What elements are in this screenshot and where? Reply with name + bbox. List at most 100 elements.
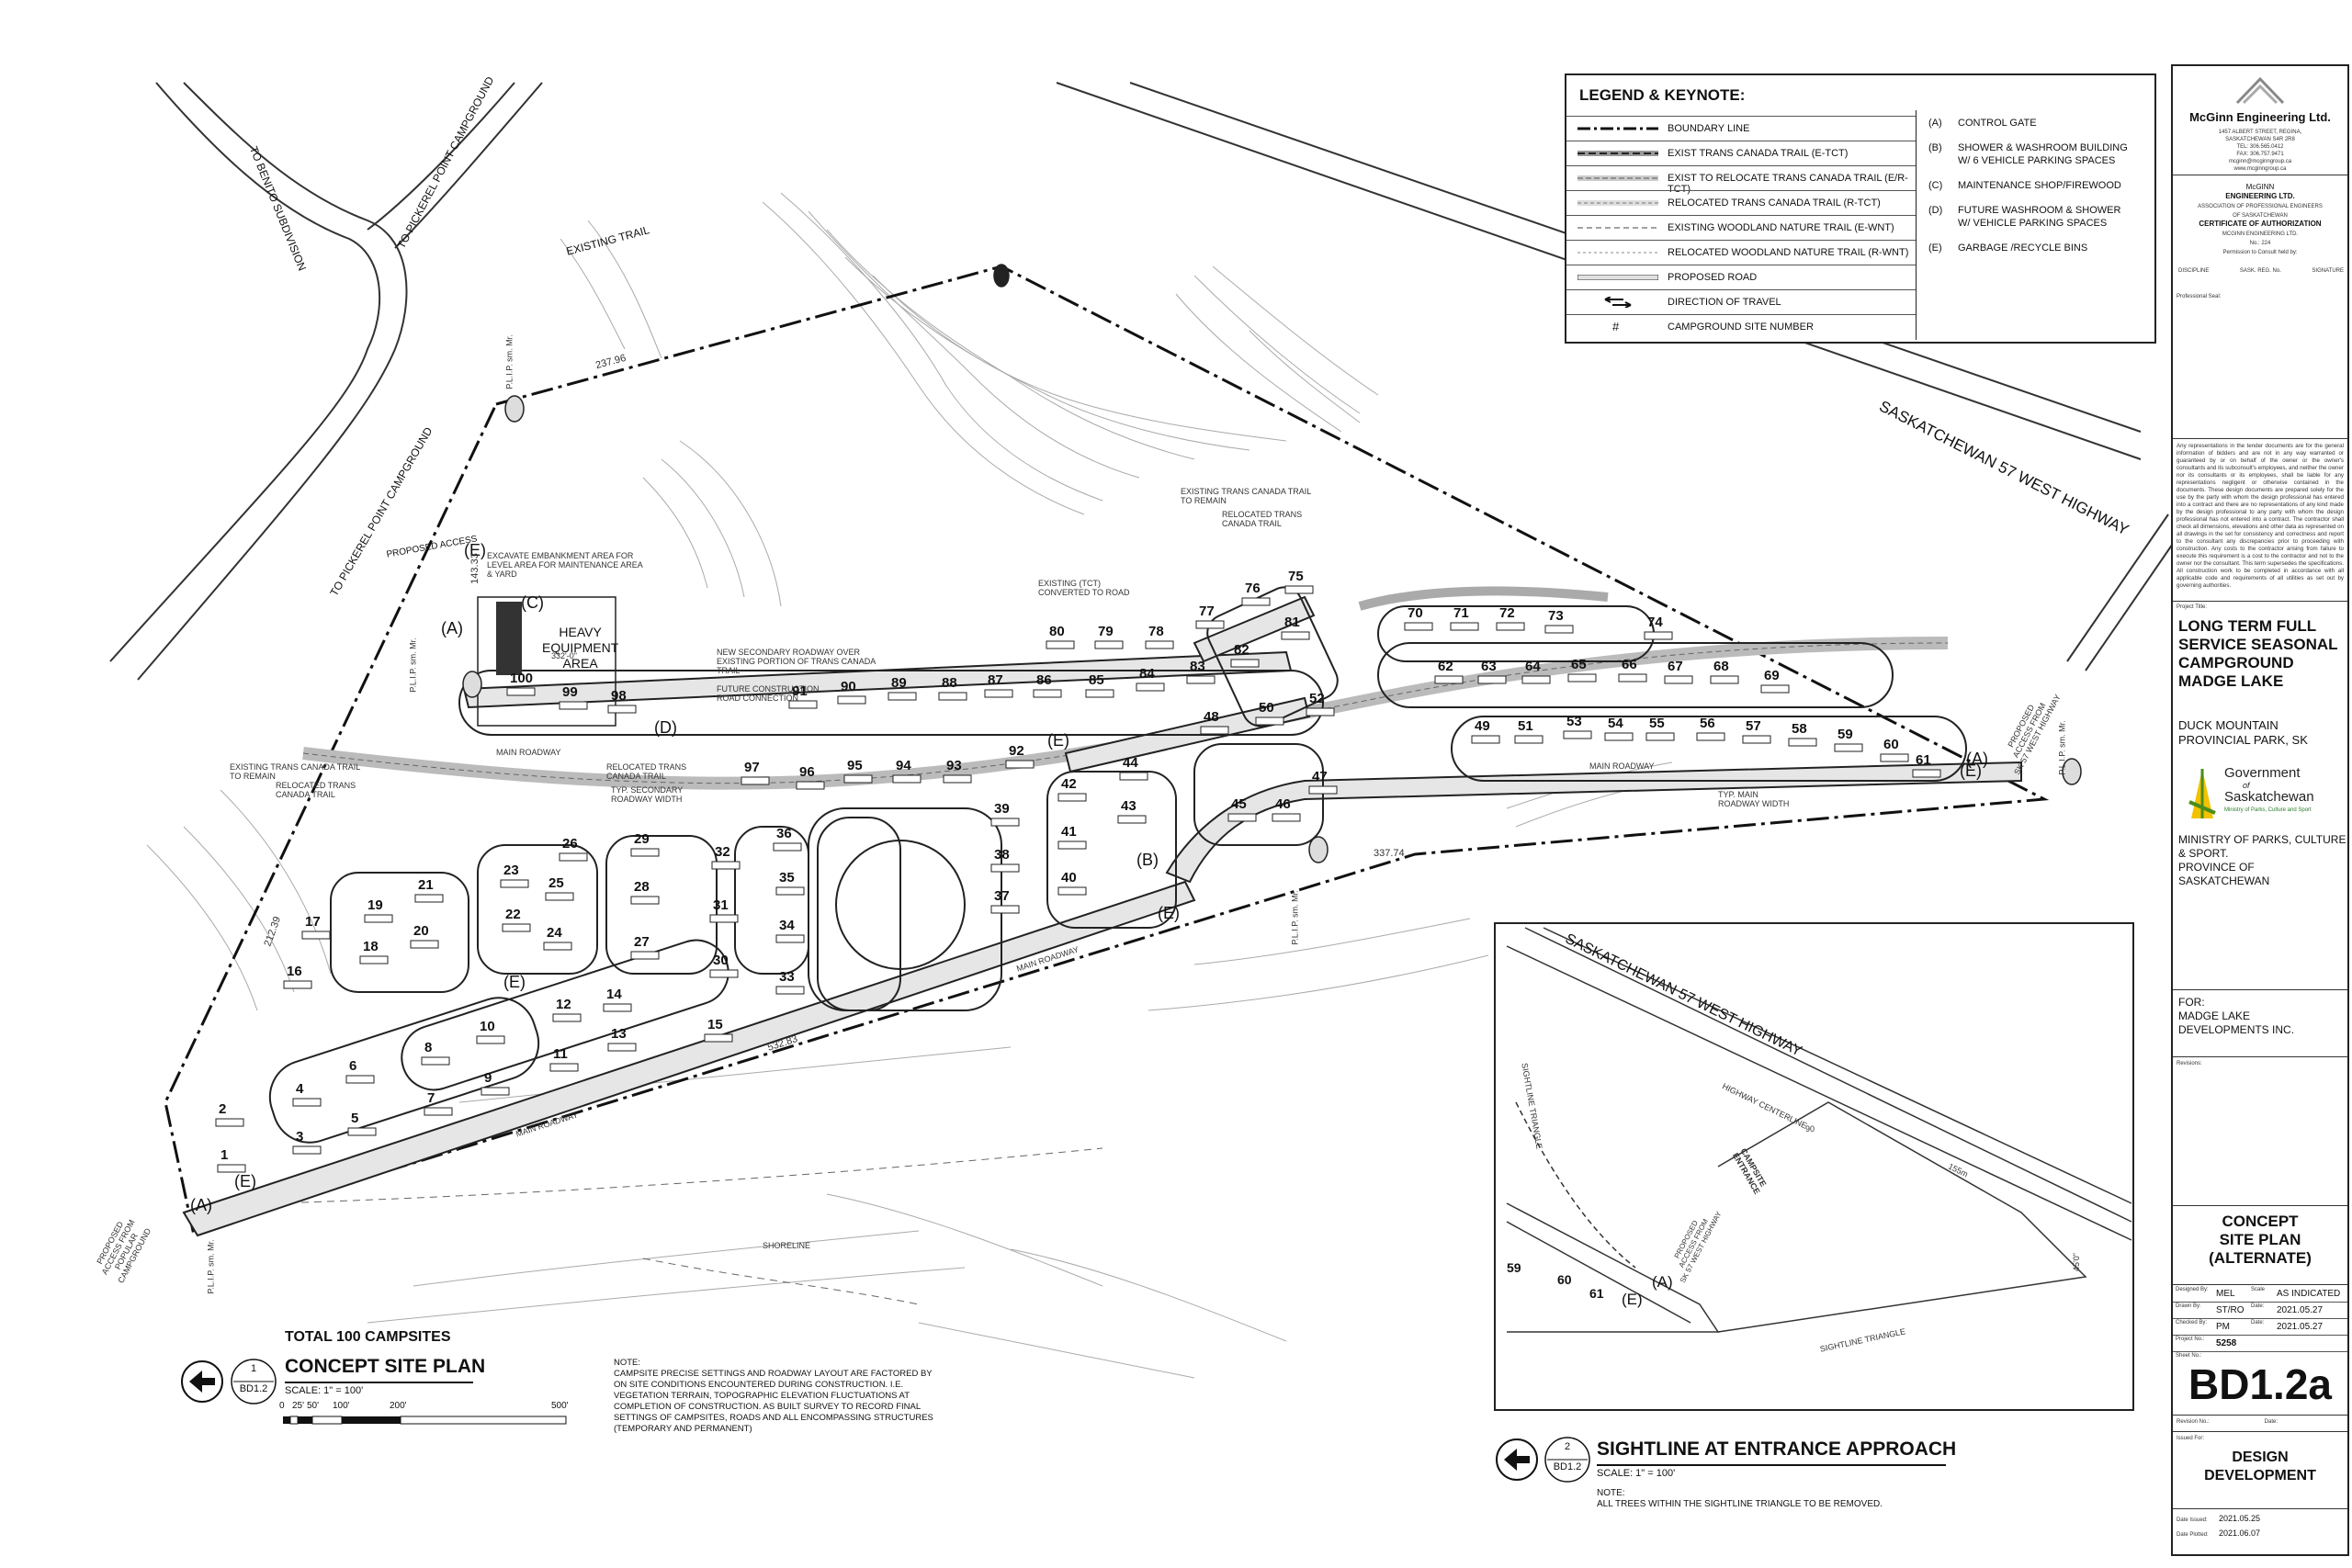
firm-logo-icon xyxy=(2235,76,2285,105)
scale-bar xyxy=(283,1416,567,1425)
legend-row-direction: DIRECTION OF TRAVEL xyxy=(1566,289,1916,315)
campsite-pad xyxy=(545,892,574,901)
issue-dates: Date Issued:2021.05.25 Date Plotted:2021… xyxy=(2177,1514,2261,1538)
campsite-number: 45 xyxy=(1231,796,1247,812)
campsite-number: 11 xyxy=(553,1046,568,1062)
inset-section-arrow-icon xyxy=(1496,1438,1538,1481)
campsite-number: 80 xyxy=(1049,624,1065,639)
plip-1: P.L.I.P. sm. Mr. xyxy=(504,334,514,389)
campsite-number: 2 xyxy=(219,1101,226,1117)
campsite-pad xyxy=(1696,732,1725,741)
campsite-pad xyxy=(1085,689,1114,698)
inset-ref-bubble xyxy=(1544,1437,1590,1483)
keynote-marker: (E) xyxy=(1158,904,1180,922)
campsite-number: 91 xyxy=(792,683,808,699)
campsite-number: 76 xyxy=(1245,581,1261,596)
campsite-number: 55 xyxy=(1649,716,1665,731)
campsite-pad xyxy=(476,1035,505,1044)
campsite-pad xyxy=(1644,631,1673,640)
campsite-number: 52 xyxy=(1309,691,1325,706)
keynote-marker: (E) xyxy=(503,973,526,991)
campsite-pad xyxy=(1471,735,1500,744)
campsite-pad xyxy=(364,914,393,923)
campsite-pad xyxy=(559,701,588,710)
campsite-number: 70 xyxy=(1408,605,1423,621)
campsite-number: 28 xyxy=(634,879,650,895)
campsite-pad xyxy=(1033,689,1062,698)
inset-site-59: 59 xyxy=(1507,1260,1521,1275)
campsite-number: 10 xyxy=(480,1019,495,1034)
scale-bar-labels: 0 25' 50' 100' 200' 500' xyxy=(279,1401,569,1411)
campsite-number: 43 xyxy=(1121,798,1136,814)
campsite-pad xyxy=(1281,631,1310,640)
campsite-pad xyxy=(709,969,739,978)
campsite-pad xyxy=(1230,659,1260,668)
campsite-pad xyxy=(837,695,866,705)
campsite-number: 9 xyxy=(484,1070,492,1086)
campsite-number: 69 xyxy=(1764,668,1780,683)
campsite-pad xyxy=(1496,622,1525,631)
campsite-pad xyxy=(1057,840,1087,850)
campsite-number: 64 xyxy=(1525,659,1541,674)
campsite-number: 24 xyxy=(547,925,562,941)
campsite-number: 63 xyxy=(1481,659,1497,674)
keynote-b: (B)SHOWER & WASHROOM BUILDING xyxy=(1928,142,2128,153)
campsite-number: 26 xyxy=(562,836,578,852)
campsite-pad xyxy=(1306,707,1335,716)
campsite-number: 60 xyxy=(1883,737,1899,752)
campsite-number: 59 xyxy=(1838,727,1853,742)
label-main-roadway-3: MAIN ROADWAY xyxy=(1589,761,1655,771)
campsite-pad xyxy=(843,774,873,784)
campsite-pad xyxy=(704,1033,733,1043)
campsite-number: 95 xyxy=(847,758,863,773)
campsite-pad xyxy=(1544,625,1574,634)
campsite-pad xyxy=(506,687,536,696)
campsite-number: 12 xyxy=(556,997,571,1012)
campsite-pad xyxy=(1255,716,1284,726)
campsite-number: 79 xyxy=(1098,624,1114,639)
wheat-sheaf-icon xyxy=(2188,769,2216,818)
keynote-d: (D)FUTURE WASHROOM & SHOWER xyxy=(1928,205,2121,216)
campsite-pad xyxy=(1119,772,1148,781)
campsite-pad xyxy=(559,852,588,862)
legend-row-r-tct: RELOCATED TRANS CANADA TRAIL (R-TCT) xyxy=(1566,190,1916,216)
inset-note: NOTE:ALL TREES WITHIN THE SIGHTLINE TRIA… xyxy=(1597,1488,1883,1509)
campsite-pad xyxy=(888,692,917,701)
legend-title: LEGEND & KEYNOTE: xyxy=(1579,86,1746,104)
campsite-number: 25 xyxy=(548,875,564,891)
campsite-pad xyxy=(359,955,389,964)
gov-sask-logo: Government of Saskatchewan Ministry of P… xyxy=(2178,760,2344,842)
keynote-marker: (E) xyxy=(1960,761,1982,780)
campsite-number: 81 xyxy=(1284,615,1300,630)
keynote-marker: (E) xyxy=(1047,731,1069,750)
campsite-pad xyxy=(630,951,660,960)
campsite-number: 29 xyxy=(634,831,650,847)
campsite-number: 75 xyxy=(1288,569,1304,584)
inset-dim-45: 45'0" xyxy=(2071,1253,2081,1271)
campsite-pad xyxy=(217,1164,246,1173)
campsite-number: 18 xyxy=(363,939,379,954)
campsite-number: 65 xyxy=(1571,657,1587,672)
drawing-ref-num: 1 xyxy=(250,1363,257,1374)
campsite-number: 15 xyxy=(707,1017,723,1032)
campsite-number: 74 xyxy=(1647,615,1663,630)
campsite-pad xyxy=(552,1013,582,1022)
campsite-pad xyxy=(1521,675,1551,684)
campsite-number: 8 xyxy=(424,1040,432,1055)
legend-row-site-number: #CAMPGROUND SITE NUMBER xyxy=(1566,314,1916,340)
campsite-number: 4 xyxy=(296,1081,304,1097)
campsite-pad xyxy=(301,931,331,940)
legend-row-e-wnt: EXISTING WOODLAND NATURE TRAIL (E-WNT) xyxy=(1566,215,1916,241)
campsite-number: 96 xyxy=(799,764,815,780)
campsite-pad xyxy=(603,1003,632,1012)
campsite-number: 21 xyxy=(418,877,434,893)
keynote-c: (C)MAINTENANCE SHOP/FIREWOOD xyxy=(1928,180,2121,191)
campsite-pad xyxy=(1514,735,1544,744)
legend: LEGEND & KEYNOTE: BOUNDARY LINE EXIST TR… xyxy=(1565,73,2156,344)
campsite-pad xyxy=(1618,673,1647,682)
